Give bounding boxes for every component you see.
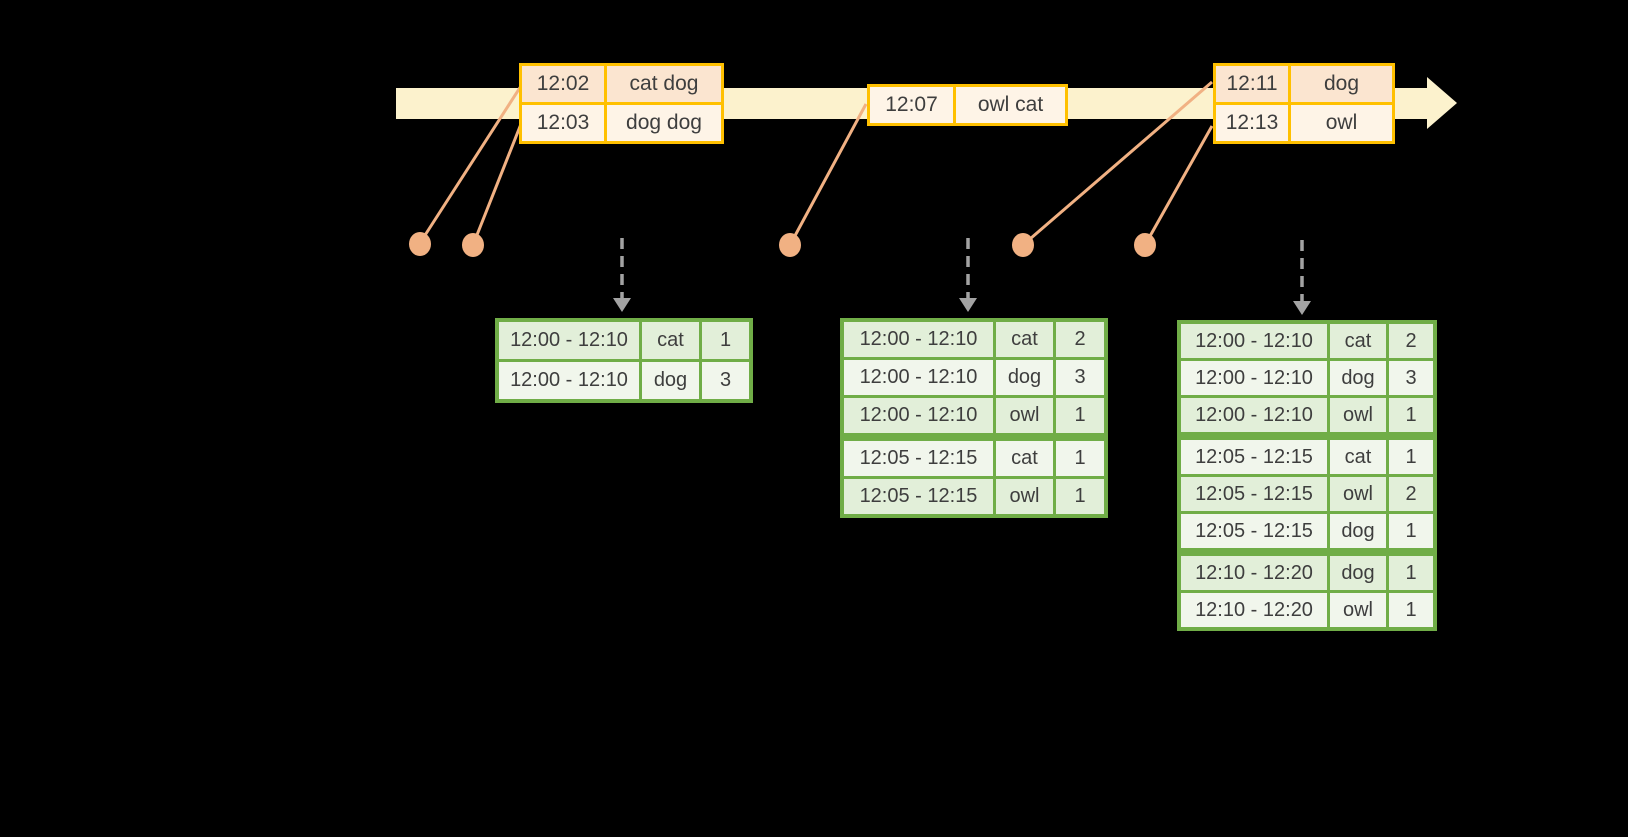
event-time-cell: 12:13 (1216, 105, 1288, 141)
result-word-cell: cat (996, 441, 1053, 476)
event-time-cell: 12:07 (870, 87, 953, 123)
result-count-cell: 1 (702, 322, 749, 359)
result-count-cell: 1 (1389, 514, 1433, 548)
result-count-cell: 1 (1056, 398, 1104, 433)
result-count-cell: 3 (1389, 361, 1433, 395)
result-count-cell: 2 (1056, 322, 1104, 357)
result-word-cell: cat (642, 322, 699, 359)
result-word-cell: dog (642, 362, 699, 399)
result-window-cell: 12:00 - 12:10 (499, 362, 639, 399)
result-word-cell: cat (996, 322, 1053, 357)
event-dot (462, 233, 484, 257)
result-window-cell: 12:05 - 12:15 (844, 441, 993, 476)
result-window-cell: 12:00 - 12:10 (844, 322, 993, 357)
result-window-cell: 12:00 - 12:10 (1181, 324, 1327, 358)
result-window-cell: 12:05 - 12:15 (1181, 514, 1327, 548)
result-window-cell: 12:05 - 12:15 (1181, 440, 1327, 474)
connector-line (1143, 125, 1214, 246)
result-word-cell: owl (1330, 593, 1386, 627)
result-window-cell: 12:00 - 12:10 (1181, 398, 1327, 432)
event-dot (1012, 233, 1034, 257)
result-count-cell: 1 (1389, 556, 1433, 590)
trigger-arrowhead-icon (613, 298, 631, 312)
result-count-cell: 3 (1056, 360, 1104, 395)
connector-line (471, 123, 523, 246)
event-time-cell: 12:03 (522, 105, 604, 141)
trigger-arrowhead-icon (959, 298, 977, 312)
result-word-cell: dog (1330, 556, 1386, 590)
connector-line (788, 103, 868, 246)
event-words-cell: owl (1291, 105, 1392, 141)
result-word-cell: owl (1330, 477, 1386, 511)
result-word-cell: cat (1330, 440, 1386, 474)
result-window-cell: 12:10 - 12:20 (1181, 556, 1327, 590)
result-window-cell: 12:00 - 12:10 (1181, 361, 1327, 395)
event-dot (779, 233, 801, 257)
result-word-cell: owl (1330, 398, 1386, 432)
timeline-arrowhead-icon (1427, 77, 1457, 129)
result-window-cell: 12:00 - 12:10 (844, 398, 993, 433)
result-window-cell: 12:00 - 12:10 (499, 322, 639, 359)
result-count-cell: 2 (1389, 324, 1433, 358)
event-dot (1134, 233, 1156, 257)
result-window-cell: 12:05 - 12:15 (1181, 477, 1327, 511)
result-count-cell: 1 (1389, 593, 1433, 627)
result-word-cell: dog (996, 360, 1053, 395)
result-count-cell: 1 (1389, 440, 1433, 474)
result-word-cell: cat (1330, 324, 1386, 358)
event-time-cell: 12:02 (522, 66, 604, 102)
trigger-arrowhead-icon (1293, 301, 1311, 315)
result-word-cell: dog (1330, 514, 1386, 548)
result-window-cell: 12:05 - 12:15 (844, 479, 993, 514)
result-word-cell: owl (996, 479, 1053, 514)
result-window-cell: 12:00 - 12:10 (844, 360, 993, 395)
event-time-cell: 12:11 (1216, 66, 1288, 102)
result-window-cell: 12:10 - 12:20 (1181, 593, 1327, 627)
result-word-cell: owl (996, 398, 1053, 433)
result-count-cell: 1 (1056, 441, 1104, 476)
result-count-cell: 3 (702, 362, 749, 399)
event-words-cell: dog (1291, 66, 1392, 102)
result-count-cell: 1 (1056, 479, 1104, 514)
event-words-cell: owl cat (956, 87, 1065, 123)
result-word-cell: dog (1330, 361, 1386, 395)
event-words-cell: cat dog (607, 66, 721, 102)
event-words-cell: dog dog (607, 105, 721, 141)
event-dot (409, 232, 431, 256)
result-count-cell: 2 (1389, 477, 1433, 511)
result-count-cell: 1 (1389, 398, 1433, 432)
